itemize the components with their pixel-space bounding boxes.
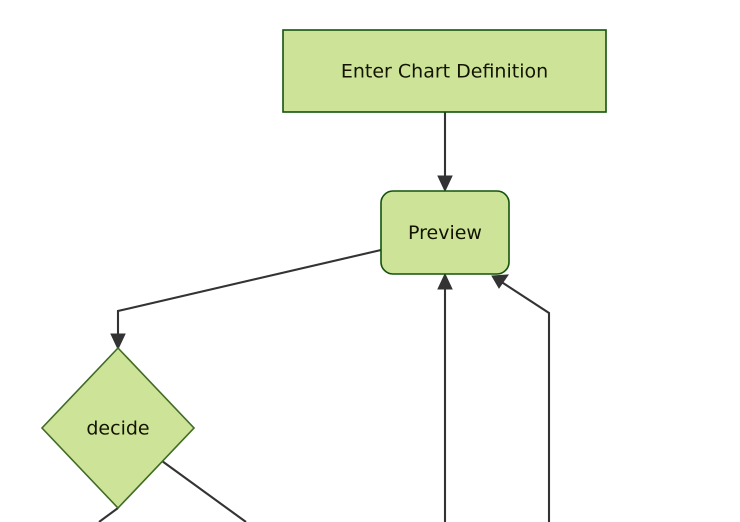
edge-enter-to-preview (437, 112, 453, 193)
edge-line (116, 248, 382, 340)
edge-line (98, 507, 119, 522)
edge-preview-to-decide (110, 248, 382, 351)
node-preview[interactable]: Preview (380, 190, 510, 275)
node-label: Enter Chart Definition (341, 61, 548, 83)
edge-decide-bottom-left (98, 507, 119, 522)
edge-line (499, 280, 551, 522)
node-label: Preview (408, 222, 482, 244)
edge-up-into-preview-right (491, 274, 551, 522)
edge-decide-bottom-right (161, 460, 247, 522)
arrowhead-icon (437, 272, 453, 290)
edge-layer (98, 112, 551, 522)
edge-up-into-preview-center (437, 272, 453, 522)
node-decide[interactable]: decide (40, 346, 196, 510)
node-enter-chart-definition[interactable]: Enter Chart Definition (282, 29, 607, 113)
edge-line (161, 460, 247, 522)
node-rect[interactable] (380, 190, 510, 275)
arrowhead-icon (491, 274, 509, 289)
node-layer: Enter Chart Definition Preview decide (40, 29, 607, 510)
arrowhead-icon (110, 333, 126, 351)
node-rect[interactable] (282, 29, 607, 113)
arrowhead-icon (437, 175, 453, 193)
node-label: decide (86, 418, 149, 440)
node-diamond[interactable] (40, 346, 196, 510)
